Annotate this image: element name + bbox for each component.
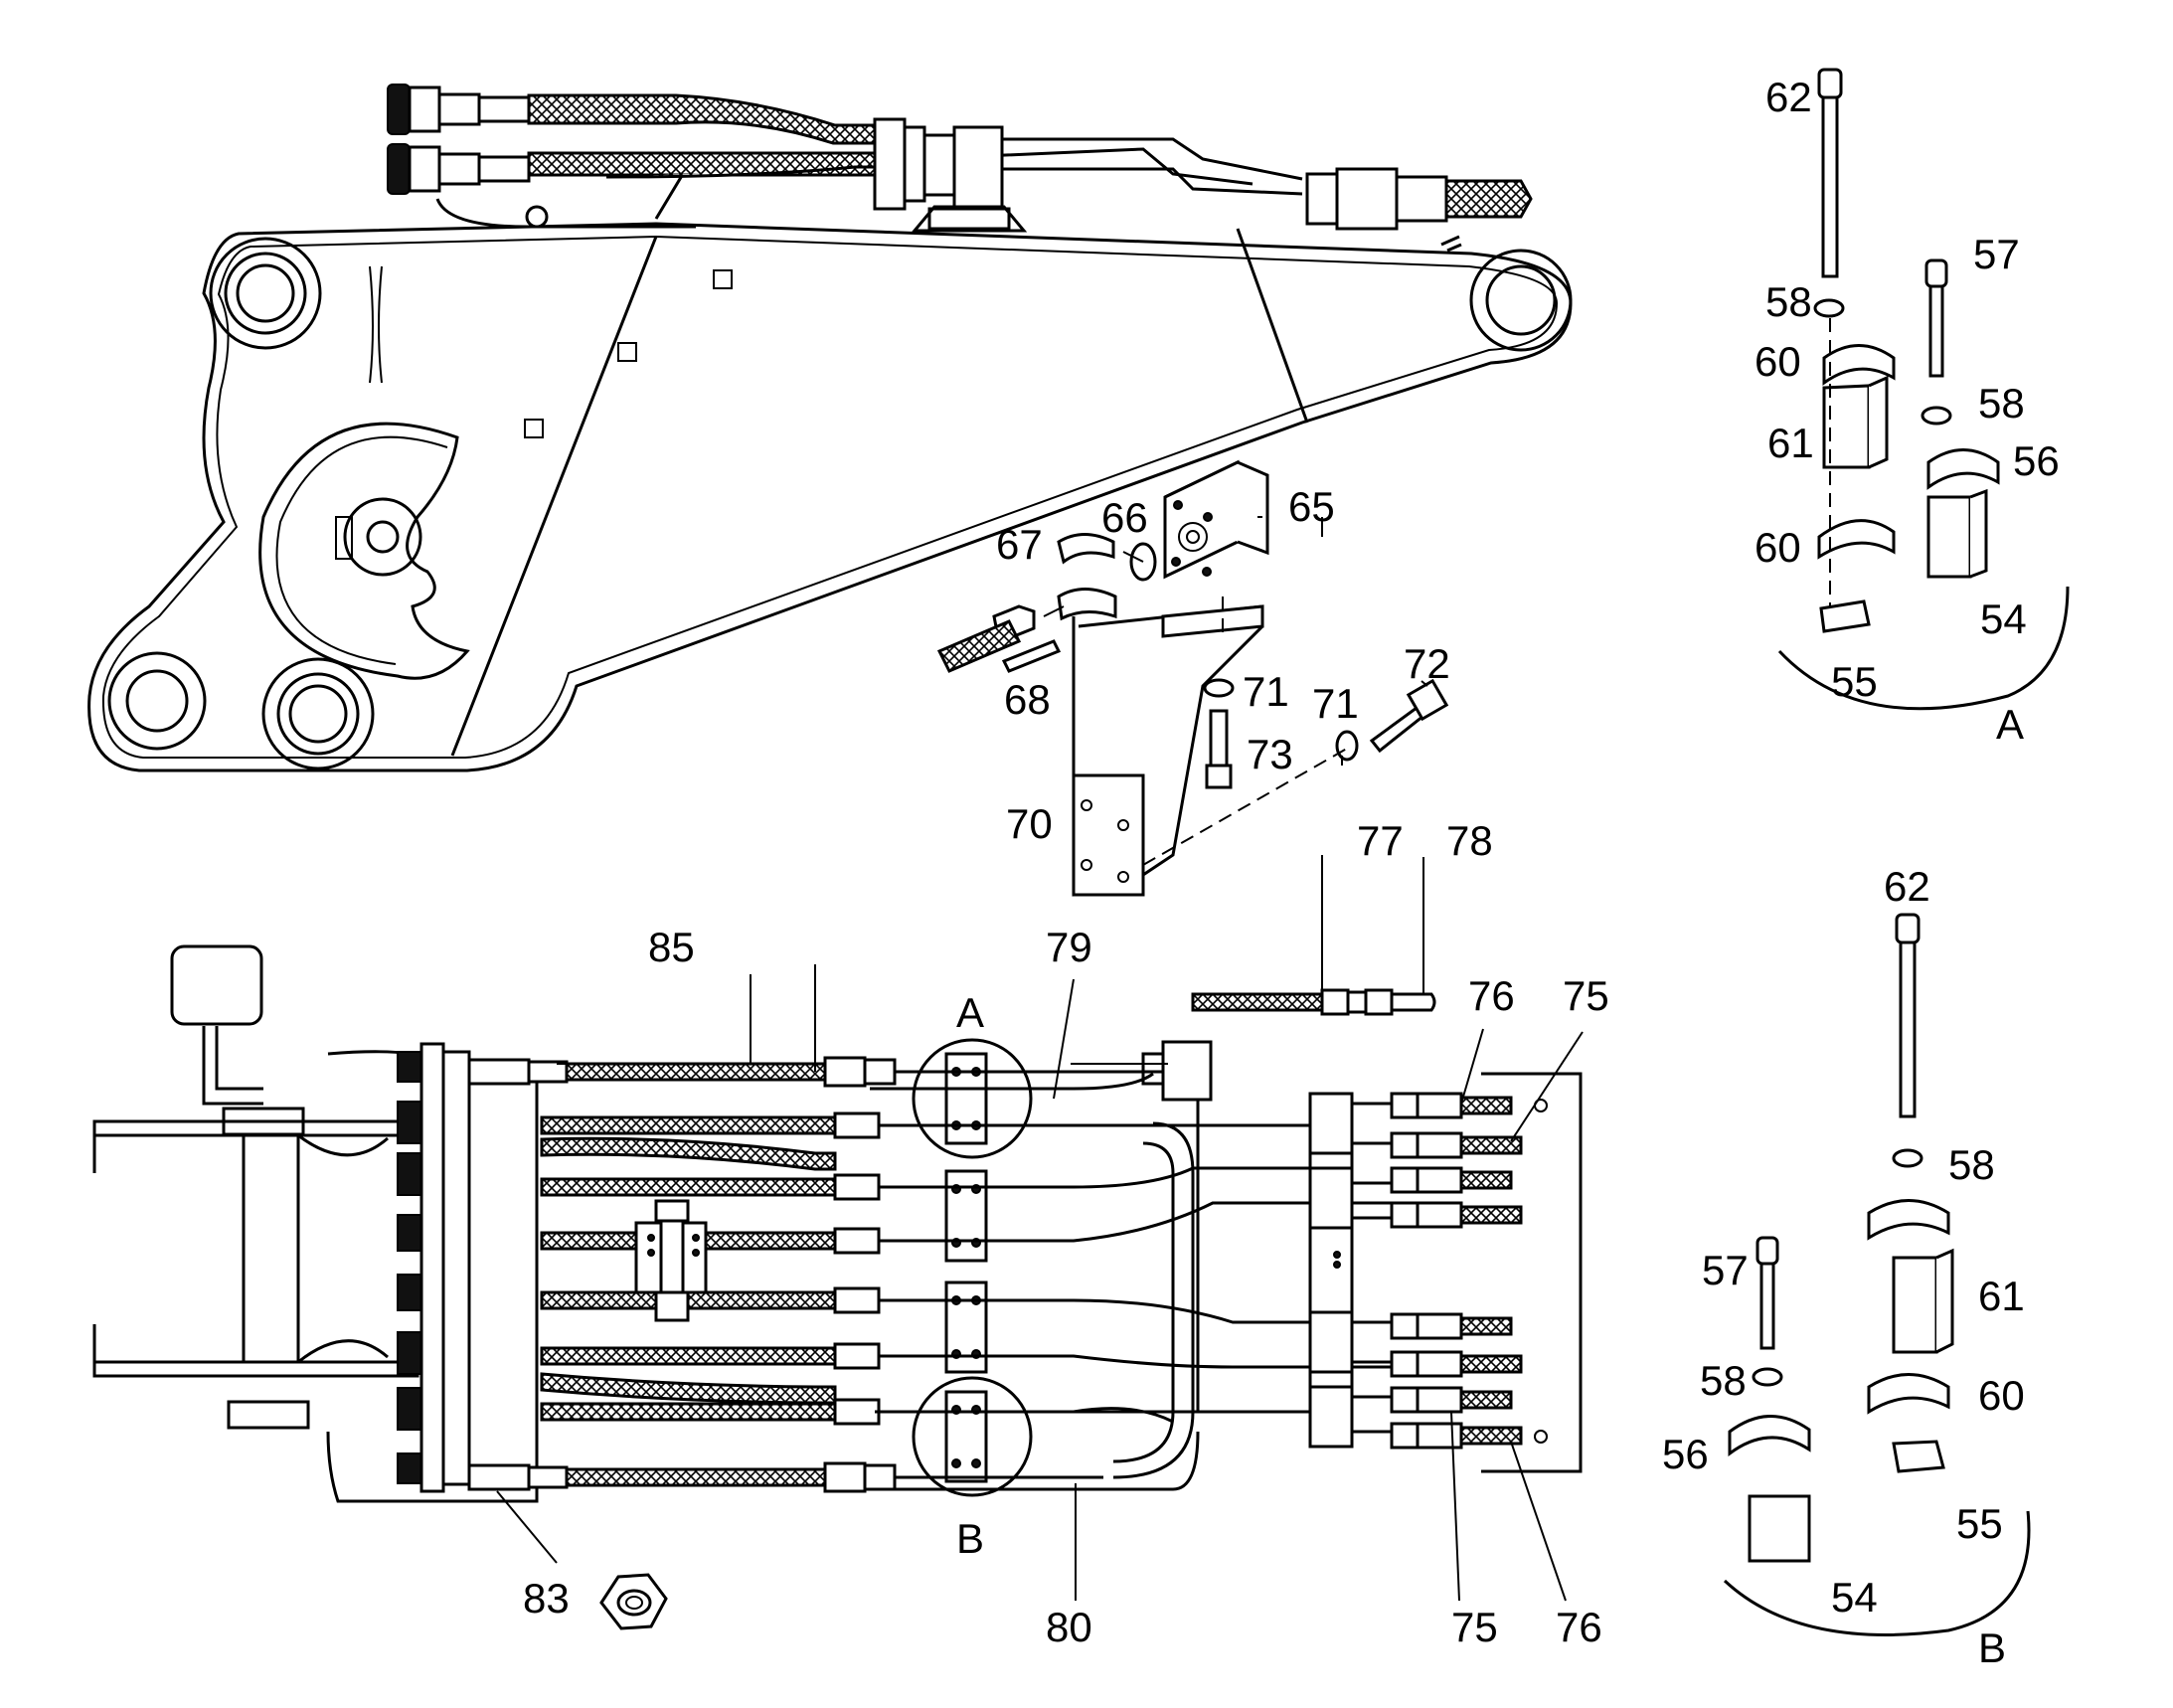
label-79: 79 (1046, 924, 1092, 970)
label-61-a: 61 (1767, 420, 1814, 466)
hose-77-78 (1191, 988, 1436, 1016)
label-76: 76 (1468, 972, 1515, 1019)
label-57-a: 57 (1973, 231, 2020, 277)
label-71: 71 (1243, 668, 1289, 715)
label-72: 72 (1404, 640, 1450, 687)
label-73: 73 (1247, 731, 1293, 777)
label-75: 75 (1563, 972, 1609, 1019)
label-54-b: 54 (1831, 1574, 1878, 1621)
label-78: 78 (1446, 817, 1493, 864)
label-60-a: 60 (1755, 338, 1801, 385)
label-62-b: 62 (1884, 863, 1930, 910)
label-60-a2: 60 (1755, 524, 1801, 571)
bracket-assembly (936, 459, 1449, 897)
label-77: 77 (1357, 817, 1404, 864)
nut-83 (599, 1573, 668, 1630)
label-62-a: 62 (1765, 74, 1812, 120)
clamp-column (944, 1052, 988, 1483)
detail-view-b (1723, 913, 2031, 1636)
detail-a-letter: A (1996, 701, 2024, 748)
label-80: 80 (1046, 1604, 1092, 1650)
circle-a-letter: A (956, 989, 984, 1036)
label-56-a: 56 (2013, 437, 2060, 484)
detail-view-a (1777, 68, 2070, 711)
valve-bank-assembly (92, 944, 1583, 1503)
detail-circle-a (912, 1038, 1033, 1159)
junction-block (1141, 1040, 1213, 1102)
label-58-a: 58 (1765, 278, 1812, 325)
hose-end-fittings (467, 1056, 897, 1493)
detail-b-letter: B (1978, 1624, 2006, 1671)
label-67: 67 (996, 521, 1043, 568)
label-58-b: 58 (1948, 1141, 1995, 1188)
label-54-a: 54 (1980, 596, 2027, 642)
connector-plugs (397, 1051, 422, 1484)
label-60-b: 60 (1978, 1372, 2025, 1419)
label-71-2: 71 (1312, 680, 1359, 727)
detail-circle-b (912, 1376, 1033, 1497)
circle-b-letter: B (956, 1515, 984, 1562)
label-56-b: 56 (1662, 1431, 1709, 1477)
boom-arm (87, 222, 1573, 772)
label-66: 66 (1101, 494, 1148, 541)
label-70: 70 (1006, 800, 1053, 847)
label-55-b: 55 (1956, 1500, 2003, 1547)
center-bracket (634, 1199, 1341, 1322)
boom-hoses (387, 84, 1533, 233)
label-61-b: 61 (1978, 1273, 2025, 1319)
leader-lines (496, 516, 1584, 1602)
callout-labels: 62 57 58 60 58 61 56 60 54 55 A 62 58 57… (523, 74, 2060, 1671)
label-75-2: 75 (1451, 1604, 1498, 1650)
label-85: 85 (648, 924, 695, 970)
right-manifold (1308, 1072, 1583, 1473)
label-58-a2: 58 (1978, 380, 2025, 427)
label-65: 65 (1288, 483, 1335, 530)
label-68: 68 (1004, 676, 1051, 723)
label-83: 83 (523, 1575, 570, 1622)
label-55-a: 55 (1831, 658, 1878, 705)
label-76-2: 76 (1556, 1604, 1602, 1650)
label-58-b2: 58 (1700, 1357, 1747, 1404)
label-57-b: 57 (1702, 1247, 1749, 1293)
